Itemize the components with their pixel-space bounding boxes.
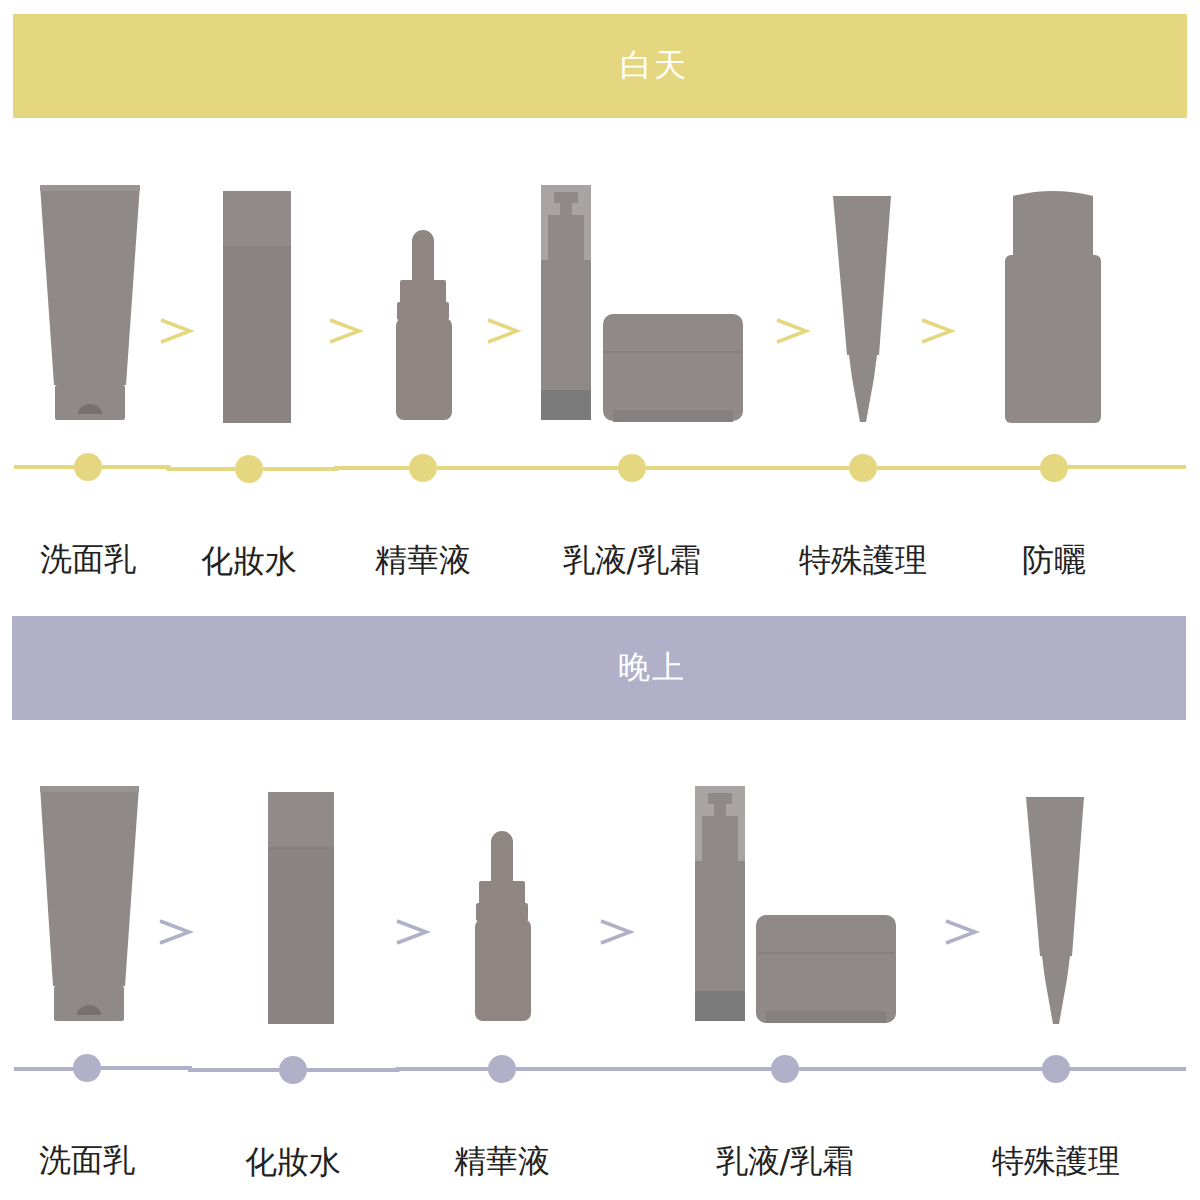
time-band: 白天 [13, 14, 1187, 118]
step-label: 精華液 [454, 1141, 550, 1181]
step-dot: 精華液 [409, 454, 437, 482]
timeline-stub [1066, 465, 1186, 469]
toner-bottle [268, 792, 334, 1024]
treatment-tube [1026, 797, 1084, 1024]
lotion-pump [541, 185, 591, 420]
step-dot: 洗面乳 [73, 1054, 101, 1082]
lotion-pump [695, 786, 745, 1021]
step-label: 化妝水 [201, 541, 297, 581]
band-heading: 晚上 [618, 646, 686, 690]
timeline-segment [307, 1069, 488, 1070]
step-label: 洗面乳 [39, 1140, 135, 1180]
step-dot: 乳液/乳霜 [618, 454, 646, 482]
step-dot: 化妝水 [279, 1056, 307, 1084]
timeline-stub [14, 465, 76, 469]
cream-jar [756, 915, 896, 1023]
step-label: 特殊護理 [992, 1141, 1120, 1181]
step-label: 洗面乳 [40, 539, 136, 579]
sunscreen-bottle [1005, 191, 1101, 423]
step-label: 精華液 [375, 540, 471, 580]
timeline-stub [14, 1067, 75, 1071]
timeline-segment [877, 466, 1040, 470]
step-dot: 特殊護理 [849, 454, 877, 482]
timeline-segment [516, 1067, 771, 1071]
step-chevron [160, 921, 975, 943]
step-dot: 洗面乳 [74, 453, 102, 481]
step-chevron [161, 320, 951, 342]
timeline-segment [263, 468, 409, 469]
step-dot: 防曬 [1040, 454, 1068, 482]
cleanser-tube [40, 185, 140, 420]
timeline-segment [437, 466, 618, 470]
treatment-tube [833, 196, 891, 422]
time-band: 晚上 [12, 616, 1186, 720]
timeline-segment [646, 466, 849, 470]
timeline-segment [102, 467, 235, 469]
serum-dropper [396, 230, 452, 420]
toner-bottle [223, 191, 291, 423]
serum-dropper [475, 831, 531, 1021]
timeline-segment [799, 1067, 1042, 1071]
band-heading: 白天 [620, 44, 688, 88]
cream-jar [603, 314, 743, 422]
step-dot: 精華液 [488, 1055, 516, 1083]
step-label: 防曬 [1022, 540, 1086, 580]
step-dot: 化妝水 [235, 455, 263, 483]
step-dot: 特殊護理 [1042, 1055, 1070, 1083]
timeline-stub [1068, 1067, 1186, 1071]
step-dot: 乳液/乳霜 [771, 1055, 799, 1083]
cleanser-tube [40, 786, 139, 1021]
step-label: 化妝水 [245, 1142, 341, 1182]
step-label: 乳液/乳霜 [563, 540, 702, 580]
step-label: 特殊護理 [799, 540, 927, 580]
timeline-segment [101, 1068, 279, 1070]
step-label: 乳液/乳霜 [716, 1141, 855, 1181]
